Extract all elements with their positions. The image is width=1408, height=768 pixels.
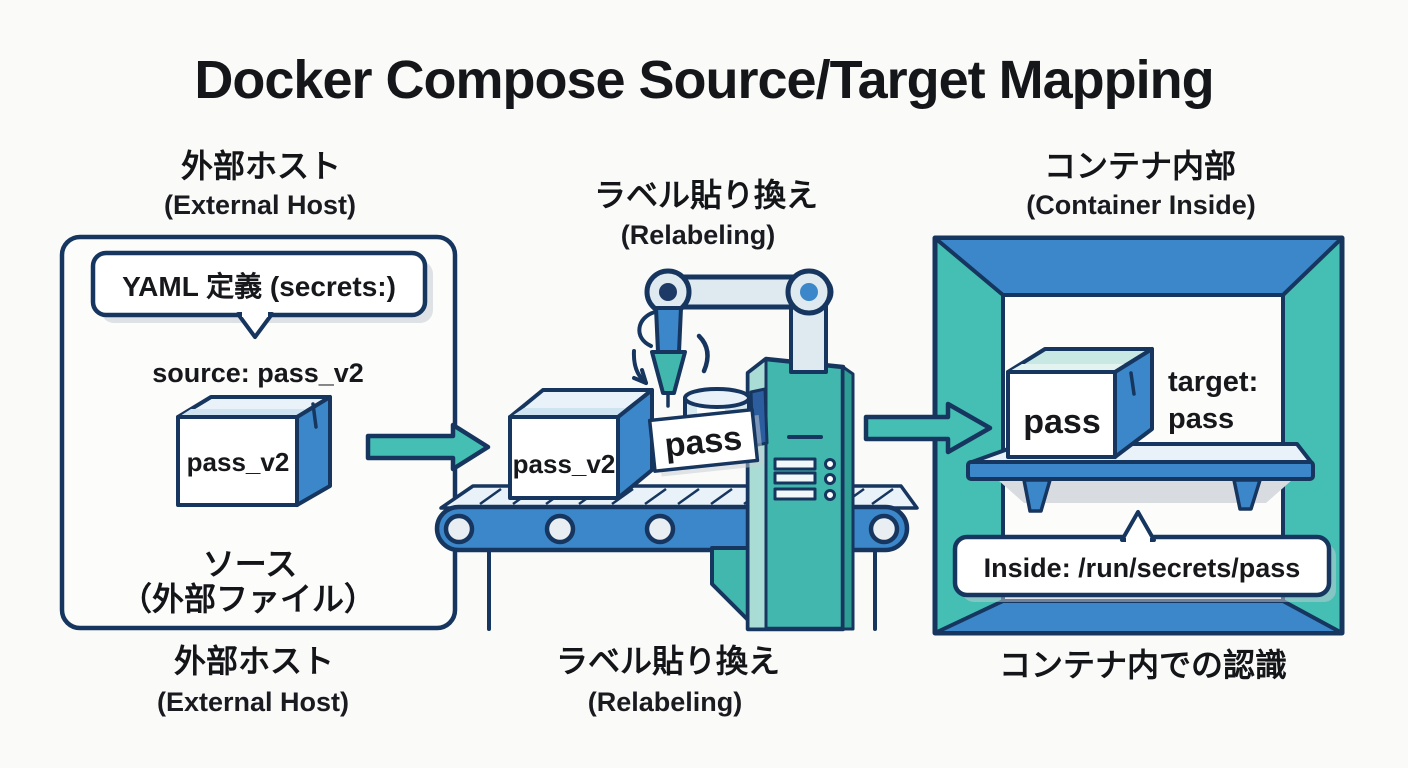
container-heading-jp: コンテナ内部 <box>1044 148 1236 184</box>
labeling-machine <box>710 356 855 632</box>
yaml-bubble: YAML 定義 (secrets:) <box>90 250 433 339</box>
container-frame-top <box>933 236 1344 297</box>
target-box-flap <box>1129 371 1136 396</box>
source-box-label: pass_v2 <box>187 447 290 477</box>
shelf <box>966 442 1315 513</box>
shelf-leg <box>1232 478 1262 511</box>
motion-arc-icon <box>696 333 710 374</box>
machine-button <box>824 473 836 485</box>
flow-arrow-left-icon <box>365 422 491 472</box>
robot-arm-joint-pin <box>800 283 818 301</box>
target-line1: target: <box>1168 366 1258 398</box>
machine-slat <box>773 487 817 501</box>
source-box-flap <box>311 402 318 429</box>
pass-card <box>647 407 760 473</box>
robot-arm-joint-pin <box>659 283 677 301</box>
relabel-heading-en: (Relabeling) <box>621 220 776 250</box>
source-box-top-stripe <box>180 409 308 416</box>
robot-arm <box>631 268 834 408</box>
container-heading-en: (Container Inside) <box>1026 190 1256 220</box>
host-heading-jp: 外部ホスト <box>181 148 341 184</box>
target-box-label: pass <box>1023 403 1101 441</box>
relabel-footer-en: (Relabeling) <box>588 687 743 717</box>
conveyor-roller <box>868 513 900 545</box>
host-footer-en: (External Host) <box>157 687 349 717</box>
container-frame-bottom <box>933 599 1344 635</box>
host-caption-jp2: （外部ファイル） <box>120 581 376 617</box>
shelf-board <box>966 460 1315 481</box>
target-box-top-stripe <box>1010 364 1128 371</box>
inside-bubble-mask <box>1126 538 1150 546</box>
pass-label-card: pass <box>647 407 765 477</box>
robot-arm-wrist <box>654 306 683 354</box>
target-box-front <box>1006 370 1117 459</box>
flow-arrow-right-icon <box>863 401 993 455</box>
robot-arm-cable <box>637 310 657 348</box>
target-box-icon: pass <box>1006 347 1154 459</box>
machine-slat <box>773 457 817 471</box>
container-footer-jp: コンテナ内での認識 <box>999 647 1287 683</box>
robot-arm-gripper <box>650 350 687 395</box>
host-footer-jp: 外部ホスト <box>174 643 334 679</box>
relabel-heading-jp: ラベル貼り換え <box>594 177 818 213</box>
yaml-bubble-mask <box>242 310 268 317</box>
down-arrow-icon <box>631 349 646 383</box>
source-box-front <box>176 415 299 507</box>
relabel-section: ラベル貼り換え (Relabeling) <box>434 177 919 717</box>
machine-button <box>824 489 836 501</box>
container-section: コンテナ内部 (Container Inside) pass target: <box>932 148 1345 683</box>
page-title: Docker Compose Source/Target Mapping <box>194 50 1213 110</box>
host-heading-en: (External Host) <box>164 190 356 220</box>
down-arrow-head <box>640 368 648 385</box>
target-line2: pass <box>1168 403 1234 435</box>
machine-right-facet <box>841 365 855 631</box>
inside-bubble-text: Inside: /run/secrets/pass <box>984 553 1301 583</box>
source-box-icon: pass_v2 <box>176 395 332 507</box>
relabel-footer-jp: ラベル貼り換え <box>556 643 780 679</box>
source-line: source: pass_v2 <box>152 358 364 388</box>
pass-card-text: pass <box>663 419 744 465</box>
host-caption-jp: ソース <box>203 546 297 582</box>
shelf-shadow <box>998 480 1292 503</box>
conveyor-roller <box>443 513 475 545</box>
belt-box-front <box>508 415 620 500</box>
machine-slat <box>773 471 817 485</box>
shelf-leg <box>1022 478 1052 513</box>
machine-button <box>824 458 836 470</box>
yaml-bubble-text: YAML 定義 (secrets:) <box>122 270 396 302</box>
belt-box-label: pass_v2 <box>513 449 616 479</box>
inside-bubble: Inside: /run/secrets/pass <box>952 510 1336 602</box>
belt-box-icon: pass_v2 <box>508 388 654 500</box>
conveyor-roller <box>644 513 676 545</box>
cylinder-top <box>683 387 751 409</box>
conveyor-roller <box>544 513 576 545</box>
belt-box-top-stripe <box>512 408 630 416</box>
